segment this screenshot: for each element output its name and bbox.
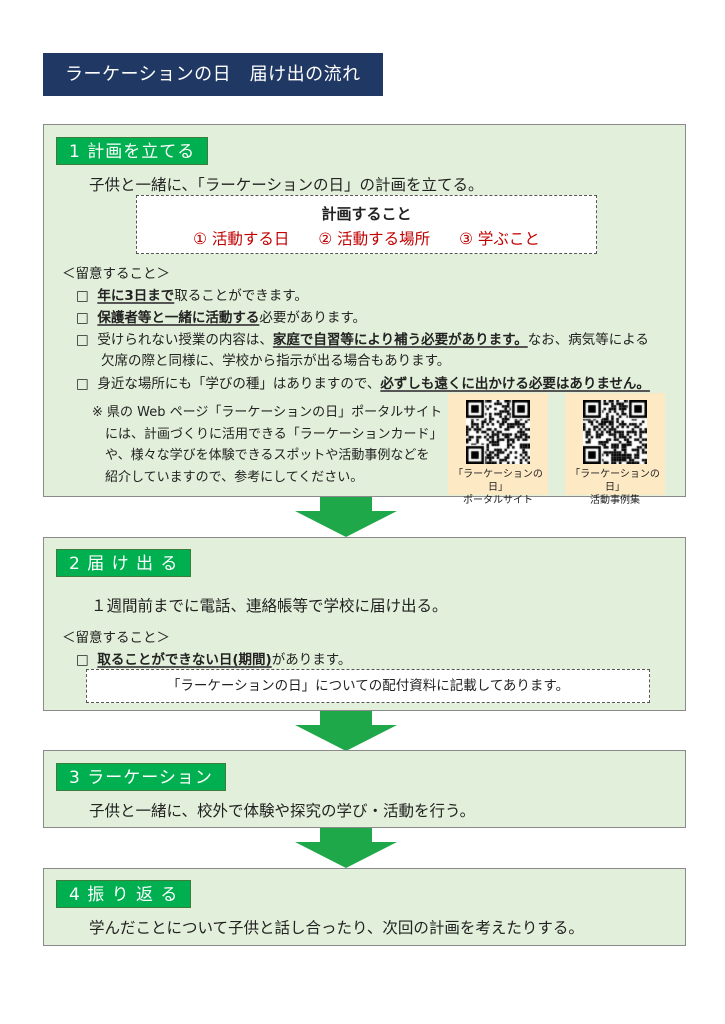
checkbox-icon: □ <box>76 332 89 348</box>
step-2-panel: 2 届 け 出 る １週間前までに電話、連絡帳等で学校に届け出る。 ＜留意するこ… <box>43 537 686 711</box>
step-2-label: 2 届 け 出 る <box>56 549 192 577</box>
page-title: ラーケーションの日 届け出の流れ <box>43 53 383 96</box>
note-item: □ 保護者等と一緒に活動する必要があります。 <box>76 310 367 326</box>
step-3-text: 子供と一緒に、校外で体験や探究の学び・活動を行う。 <box>89 802 476 820</box>
step-3-label: 3 ラーケーション <box>56 763 226 791</box>
plan-item: ② 活動する場所 <box>318 230 431 248</box>
checkbox-icon: □ <box>76 376 89 392</box>
plan-heading: 計画すること <box>321 205 412 223</box>
note-item: □ 身近な場所にも「学びの種」はありますので、必ずしも遠くに出かける必要はありま… <box>76 376 650 392</box>
qr-code-icon[interactable] <box>466 400 530 464</box>
qr-activity-examples[interactable]: 「ラーケーションの日」 活動事例集 <box>565 393 665 506</box>
checkbox-icon: □ <box>76 652 89 668</box>
step-4-panel: 4 振 り 返 る 学んだことについて子供と話し合ったり、次回の計画を考えたりす… <box>43 868 686 946</box>
step-4-text: 学んだことについて子供と話し合ったり、次回の計画を考えたりする。 <box>89 919 584 937</box>
down-arrow-icon <box>295 711 397 751</box>
step-1-panel: 1 計画を立てる 子供と一緒に、「ラーケーションの日」の計画を立てる。 計画する… <box>43 124 686 506</box>
qr-code-icon[interactable] <box>583 400 647 464</box>
note-item: □ 年に3日まで取ることができます。 <box>76 288 308 304</box>
step-1-label: 1 計画を立てる <box>56 137 209 165</box>
notes-heading: ＜留意すること＞ <box>62 266 170 282</box>
step-2-text: １週間前までに電話、連絡帳等で学校に届け出る。 <box>91 597 448 615</box>
qr-portal-site[interactable]: 「ラーケーションの日」 ポータルサイト <box>448 393 548 506</box>
plan-item: ① 活動する日 <box>193 230 290 248</box>
note-item-continued: 欠席の際と同様に、学校から指示が出る場合もあります。 <box>101 353 451 369</box>
step-3-panel: 3 ラーケーション 子供と一緒に、校外で体験や探究の学び・活動を行う。 <box>43 750 686 828</box>
checkbox-icon: □ <box>76 310 89 326</box>
plan-item: ③ 学ぶこと <box>459 230 540 248</box>
step-1-text: 子供と一緒に、「ラーケーションの日」の計画を立てる。 <box>89 176 484 194</box>
note-item: □ 取ることができない日(期間)があります。 <box>76 652 352 668</box>
note-item: □ 受けられない授業の内容は、家庭で自習等により補う必要があります。なお、病気等… <box>76 332 649 348</box>
reference-note: ※ 県の Web ページ「ラーケーションの日」ポータルサイト には、計画づくりに… <box>92 405 443 485</box>
down-arrow-icon <box>295 828 397 868</box>
plan-box: 計画すること ① 活動する日 ② 活動する場所 ③ 学ぶこと <box>136 195 597 254</box>
step-4-label: 4 振 り 返 る <box>56 880 192 908</box>
notes-heading: ＜留意すること＞ <box>62 630 170 646</box>
down-arrow-icon <box>295 497 397 537</box>
checkbox-icon: □ <box>76 288 89 304</box>
distribution-note-box: 「ラーケーションの日」についての配付資料に記載してあります。 <box>86 669 650 703</box>
